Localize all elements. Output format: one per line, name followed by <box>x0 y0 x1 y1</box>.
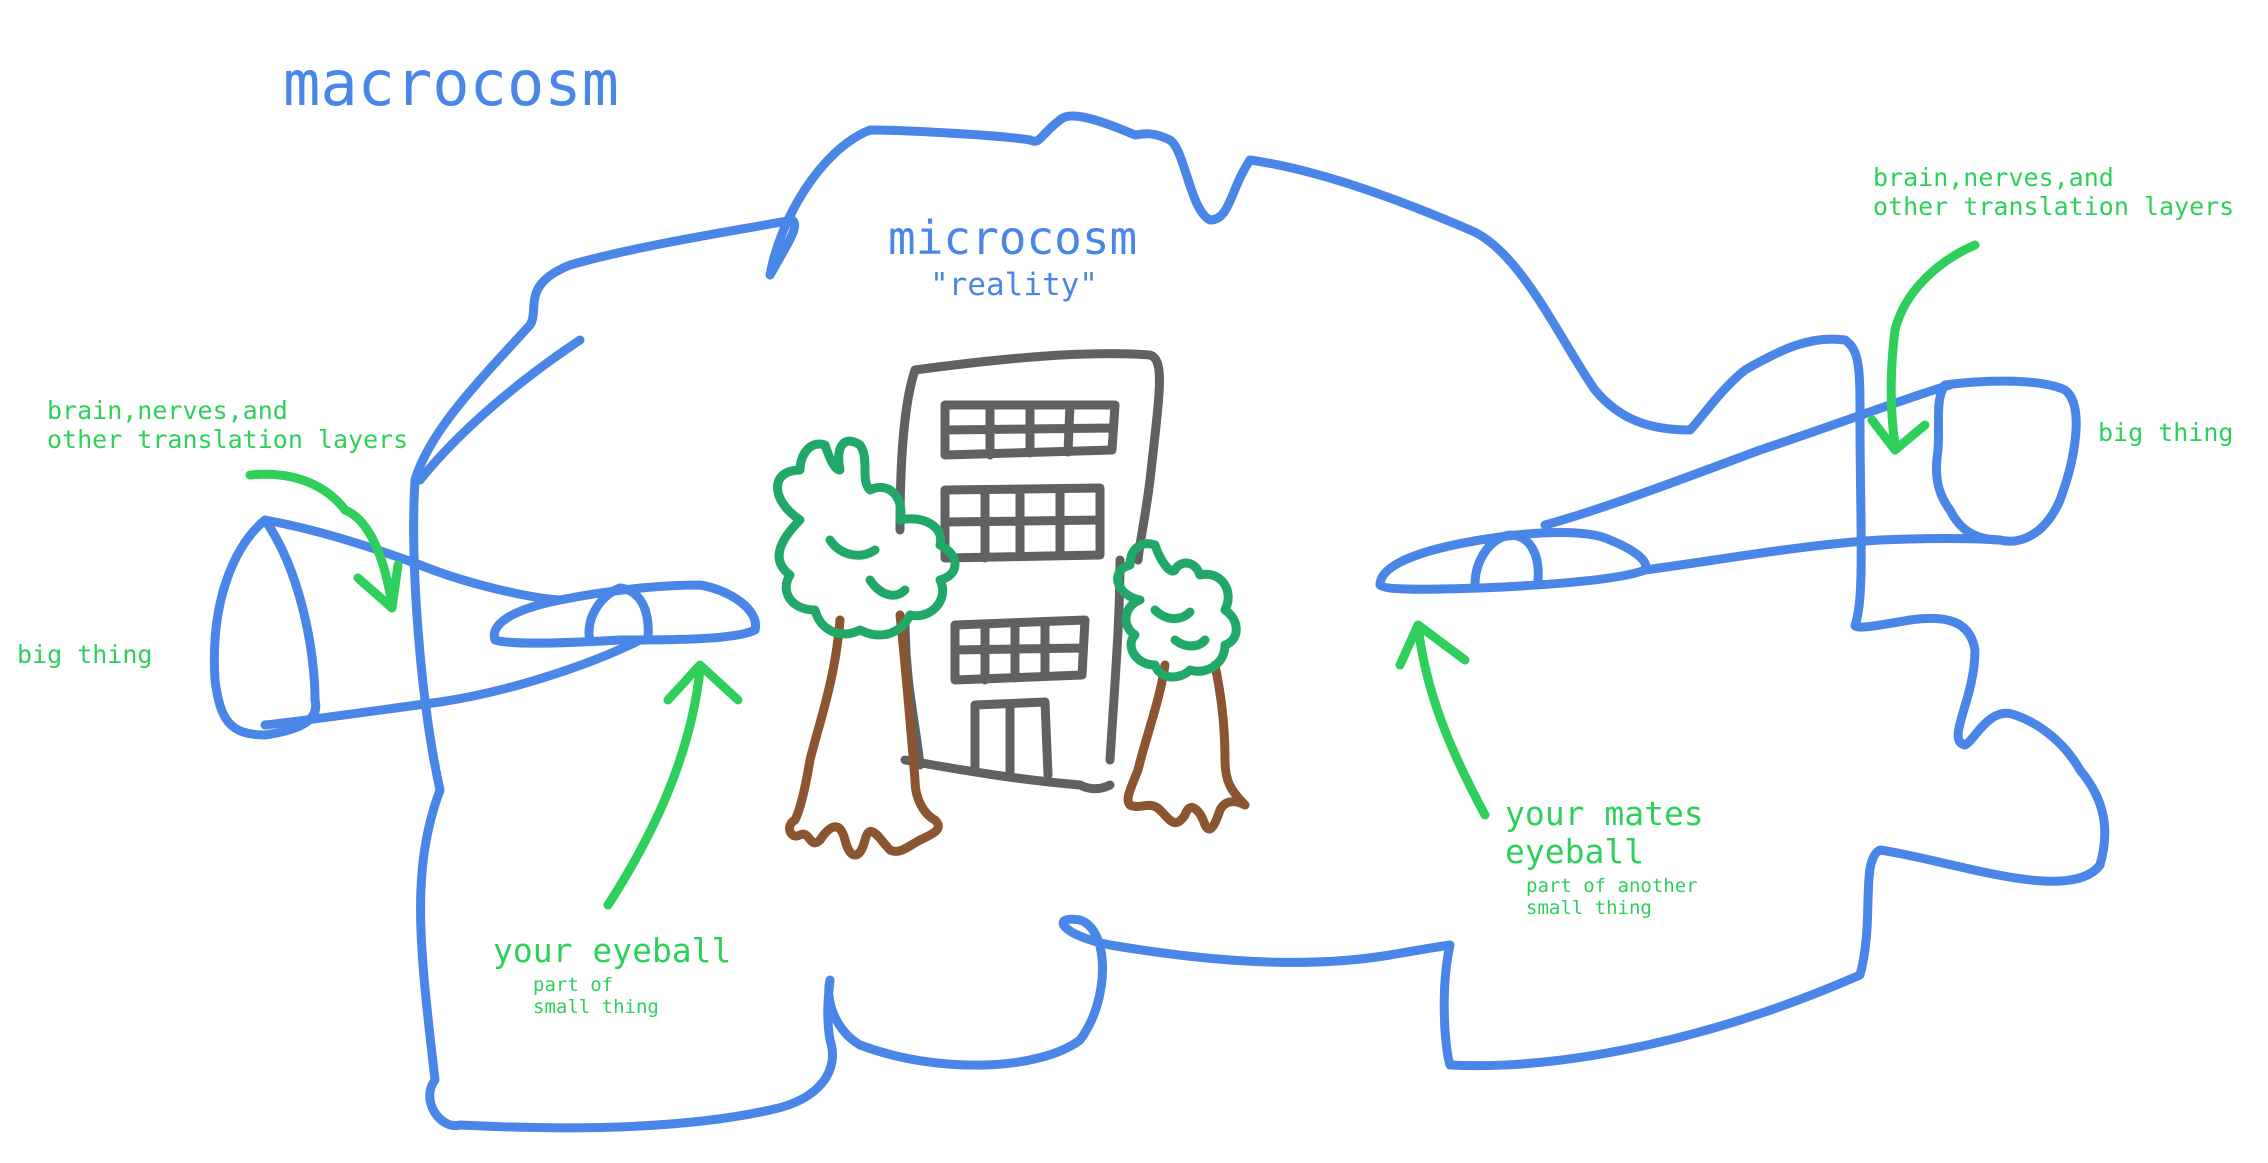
microcosm-label: microcosm <box>888 211 1138 265</box>
right-tree <box>1113 539 1250 834</box>
building-windows-top <box>940 400 1120 460</box>
right-layers-arrow <box>1867 240 1980 455</box>
left-tree <box>773 436 960 860</box>
right-vision-cone <box>1540 380 2005 575</box>
left-big-thing <box>209 515 321 740</box>
your-eyeball-sub-label: part of small thing <box>533 974 659 1018</box>
left-eye-iris <box>584 583 653 645</box>
left-big-thing-label: big thing <box>17 640 153 669</box>
right-tree-trunk <box>1123 660 1250 834</box>
microcosm-outline-inner-stroke <box>415 335 585 485</box>
building-windows-middle <box>940 483 1105 563</box>
left-layers-arrow <box>245 469 403 613</box>
left-tree-foliage <box>773 436 960 640</box>
reality-label: "reality" <box>930 267 1098 303</box>
mates-eyeball-label: your mates eyeball <box>1505 794 1704 871</box>
building-windows-lower <box>950 615 1090 685</box>
right-eye-iris <box>1470 530 1543 590</box>
left-tree-trunk <box>785 610 943 860</box>
microcosm-outline <box>409 111 2110 1133</box>
left-vision-cone <box>260 515 645 730</box>
mates-eyeball-arrow <box>1395 620 1490 820</box>
mates-eyeball-sub-label: part of another small thing <box>1526 875 1698 919</box>
right-eye-outline <box>1375 528 1651 594</box>
right-layers-label: brain,nerves,and other translation layer… <box>1873 163 2235 221</box>
right-big-thing <box>1931 376 2081 546</box>
right-tree-foliage <box>1113 539 1241 682</box>
right-big-thing-label: big thing <box>2098 418 2234 447</box>
your-eyeball-arrow <box>603 660 743 910</box>
macrocosm-label: macrocosm <box>283 47 619 120</box>
your-eyeball-label: your eyeball <box>493 931 732 970</box>
left-layers-label: brain,nerves,and other translation layer… <box>47 396 409 454</box>
building-door <box>970 697 1053 780</box>
